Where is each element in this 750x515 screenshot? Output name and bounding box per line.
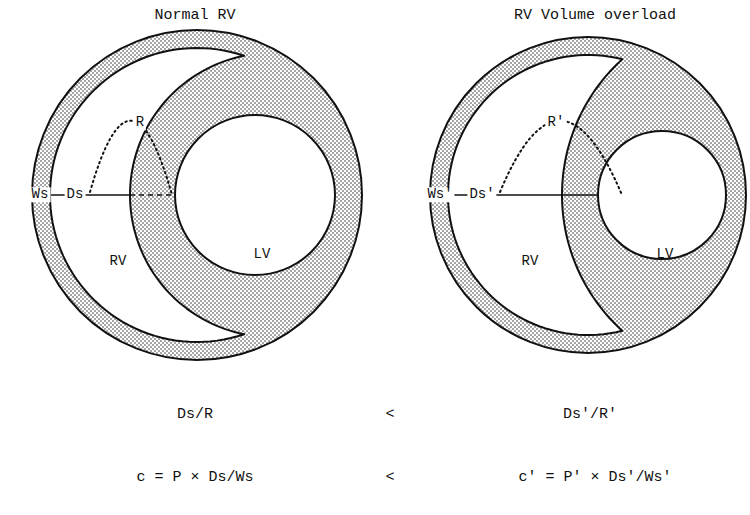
myocardium-wall [32, 30, 362, 360]
wall-thickness-label: Ws' [425, 187, 454, 202]
lv-cavity [598, 131, 726, 259]
radius-arc [500, 121, 622, 195]
chamber-label: RV [522, 254, 539, 269]
stress-formula: c' = P' × Ds'/Ws' [518, 470, 671, 487]
diameter-label: Ds' [467, 187, 496, 202]
ratio-formula: Ds'/R' [563, 407, 617, 424]
comparison-sign: < [385, 407, 394, 424]
radius-label: R' [546, 115, 567, 130]
panel-title: Normal RV [154, 8, 235, 25]
radius-arc [90, 121, 172, 195]
radius-label: R [134, 115, 146, 130]
myocardium-wall [430, 37, 746, 353]
stress-formula: c = P × Ds/Ws [136, 470, 253, 487]
chamber-label: RV [110, 254, 127, 269]
comparison-sign: < [385, 470, 394, 487]
chamber-label: LV [254, 247, 271, 262]
ds-line [430, 194, 598, 196]
diameter-label: Ds [65, 187, 86, 202]
wall-thickness-label: Ws [30, 187, 51, 202]
ratio-formula: Ds/R [177, 407, 213, 424]
lv-cavity [175, 115, 335, 275]
panel-title: RV Volume overload [514, 8, 676, 25]
radius-dashed-line [130, 194, 172, 196]
chamber-label: LV [657, 247, 674, 262]
